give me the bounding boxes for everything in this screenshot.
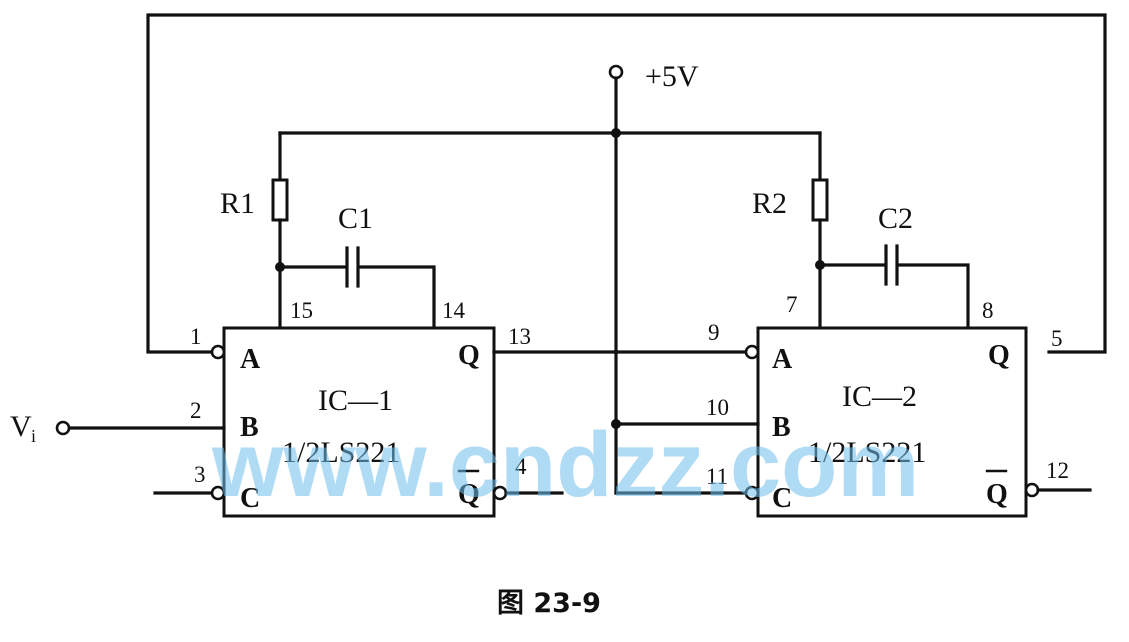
c2-right-wire	[897, 263, 970, 330]
ic2-pin-c: 11	[706, 464, 728, 489]
ic1-part: 1/2LS221	[282, 436, 400, 469]
ic1-pin-qbar: 4	[515, 454, 527, 479]
ic2-box	[756, 326, 1028, 518]
ic2-qbar-bubble	[1024, 482, 1040, 498]
ic2-pin-q: 5	[1051, 326, 1063, 351]
ic1-pin-a: 1	[190, 324, 202, 349]
ic2-pin-rext: 7	[786, 292, 798, 317]
ic1-box	[222, 326, 496, 518]
supply-terminal	[608, 64, 624, 80]
ic2-pin-qbar: 12	[1046, 458, 1069, 483]
watermark: www.cndzz.com	[211, 414, 919, 516]
ic1-port-c: C	[240, 483, 260, 514]
ic2-port-q: Q	[988, 340, 1010, 371]
ic2-a-bubble	[744, 344, 760, 360]
figure-caption: 图 23-9	[497, 588, 601, 619]
ic1-pin-cext: 14	[442, 298, 466, 323]
ic1-c-bubble	[210, 485, 226, 501]
r1-label: R1	[220, 187, 255, 220]
ic2-pin-a: 9	[708, 320, 720, 345]
ic1-pin-q: 13	[508, 324, 531, 349]
ic2-port-b: B	[772, 412, 791, 443]
ic2-part: 1/2LS221	[808, 436, 926, 469]
junction-dot	[611, 128, 621, 138]
input-label-subscript: i	[31, 426, 36, 446]
c1-label: C1	[338, 202, 373, 235]
ic1-pin-rext: 15	[290, 298, 313, 323]
ic2-pin-cext: 8	[982, 298, 994, 323]
input-label: V	[10, 410, 32, 443]
ic1-a-bubble	[210, 344, 226, 360]
c2-label: C2	[878, 202, 913, 235]
ic1-pin-c: 3	[194, 462, 206, 487]
ic2-name: IC—2	[842, 380, 917, 413]
ic1-port-a: A	[240, 344, 261, 375]
ic2-port-qbar: Q	[986, 479, 1008, 510]
ic2-c-bubble	[744, 485, 760, 501]
ic2-port-a: A	[772, 344, 793, 375]
ic1-port-qbar: Q	[458, 479, 480, 510]
ic1-pin-b: 2	[190, 398, 202, 423]
feedback-wire	[146, 13, 1107, 354]
ic1-name: IC—1	[318, 384, 393, 417]
vi-terminal	[55, 420, 71, 436]
ic1-port-q: Q	[458, 340, 480, 371]
r2-label: R2	[752, 187, 787, 220]
ic2-port-c: C	[772, 483, 792, 514]
ic1-port-b: B	[240, 412, 259, 443]
c1-right-wire	[358, 265, 436, 330]
resistor-r1	[271, 178, 289, 222]
ic2-pin-b: 10	[706, 395, 729, 420]
supply-label: +5V	[645, 60, 699, 93]
junction-dot	[611, 419, 621, 429]
resistor-r2	[811, 178, 829, 222]
